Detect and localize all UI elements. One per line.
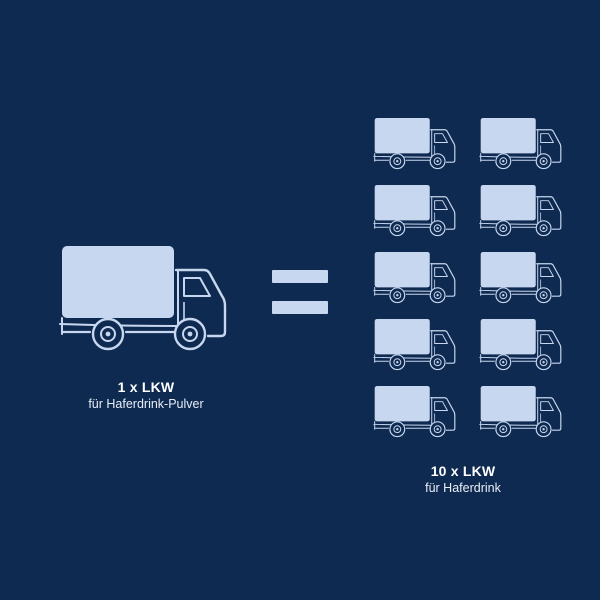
truck-icon <box>476 183 566 241</box>
left-caption: 1 x LKW für Haferdrink-Pulver <box>70 378 222 412</box>
truck-icon <box>370 250 460 308</box>
truck-icon <box>476 116 566 174</box>
truck-icon <box>476 317 566 375</box>
truck-icon <box>476 250 566 308</box>
equals-bar-bottom <box>272 301 328 314</box>
left-caption-subtitle: für Haferdrink-Pulver <box>88 397 204 412</box>
right-caption: 10 x LKW für Haferdrink <box>395 462 531 496</box>
right-caption-title: 10 x LKW <box>430 463 496 479</box>
left-caption-title: 1 x LKW <box>117 379 175 395</box>
truck-icon <box>370 183 460 241</box>
equals-sign <box>272 270 328 316</box>
right-caption-subtitle: für Haferdrink <box>425 481 501 496</box>
truck-icon <box>476 384 566 442</box>
truck-icon <box>370 384 460 442</box>
truck-icon <box>370 317 460 375</box>
truck-icon <box>370 116 460 174</box>
truck-icon <box>58 242 230 360</box>
equals-bar-top <box>272 270 328 283</box>
